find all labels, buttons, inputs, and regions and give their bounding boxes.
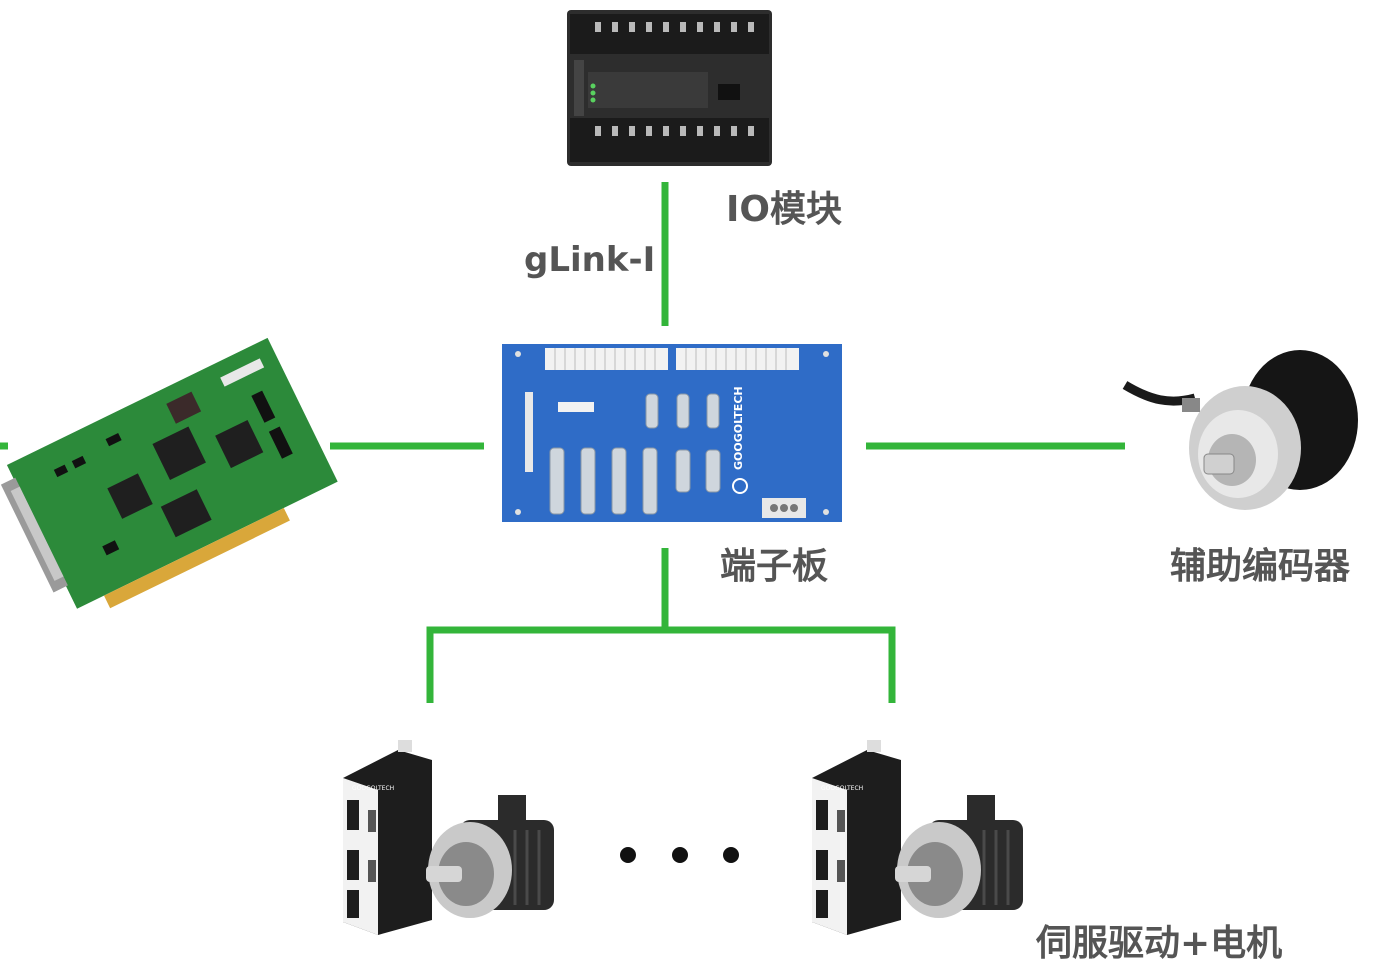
line-branch-servos <box>426 626 896 703</box>
rotary-encoder-icon <box>1122 350 1358 510</box>
drive-brand-left: GOOGOLTECH <box>352 785 394 792</box>
aux-encoder-label: 辅助编码器 <box>1170 546 1351 587</box>
connection-lines <box>0 182 1125 703</box>
servo-motor-icon <box>426 795 554 918</box>
io-module-label: IO模块 <box>726 189 842 230</box>
terminal-board-label: 端子板 <box>720 546 829 587</box>
motion-control-card-icon <box>0 337 338 609</box>
ellipsis-icon <box>620 847 739 863</box>
terminal-board-brand: GOOGOLTECH <box>732 386 745 470</box>
servo-motor-icon <box>895 795 1023 918</box>
servo-drive-icon: GOOGOLTECH <box>812 740 901 935</box>
servo-label: 伺服驱动+电机 <box>1036 923 1283 964</box>
link-label: gLink-I <box>524 240 656 280</box>
drive-brand-right: GOOGOLTECH <box>821 785 863 792</box>
terminal-board-icon: GOOGOLTECH <box>502 344 842 522</box>
io-module-icon <box>567 10 772 166</box>
servo-drive-icon: GOOGOLTECH <box>343 740 432 935</box>
